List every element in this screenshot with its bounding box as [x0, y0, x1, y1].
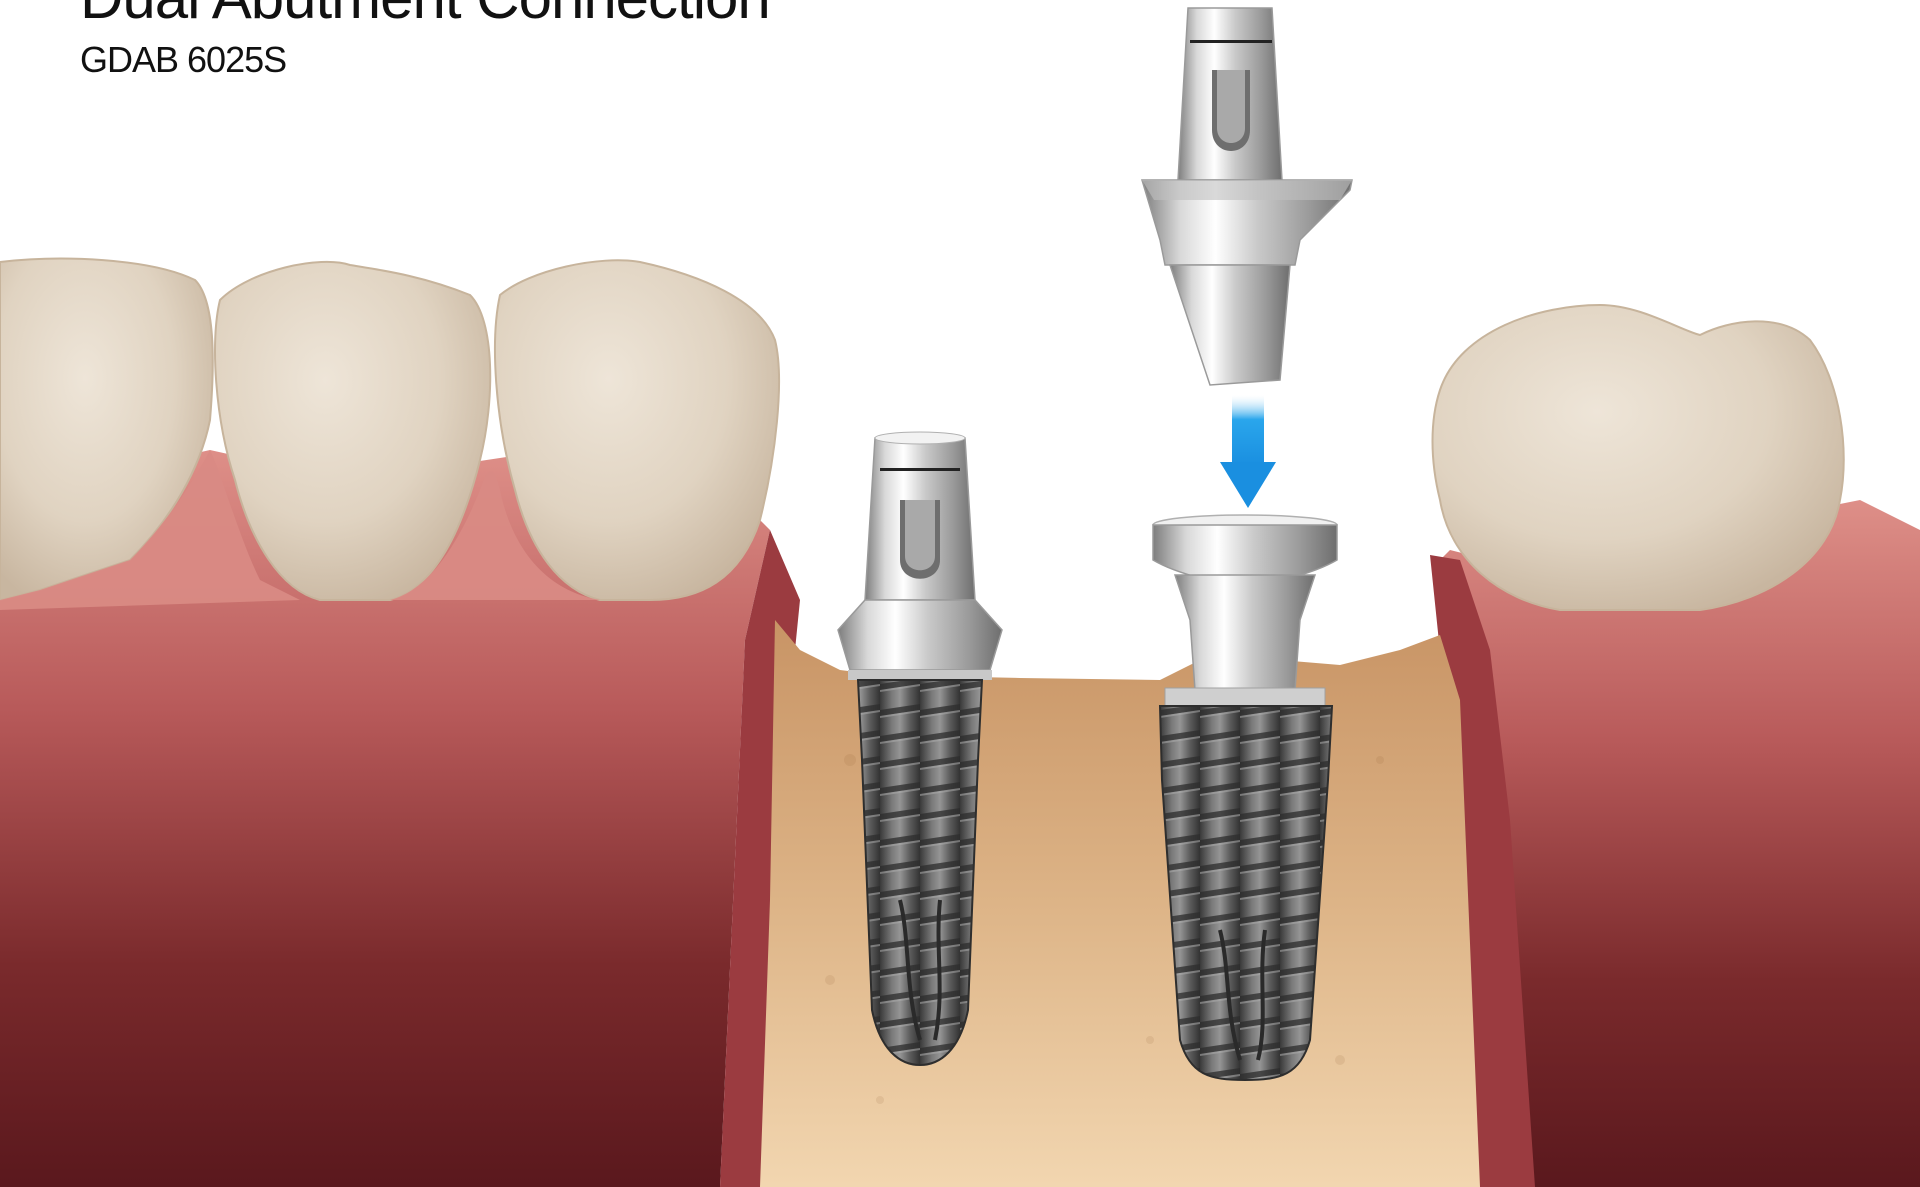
down-arrow-icon: [1220, 395, 1276, 508]
tooth-3: [495, 260, 779, 600]
page-title: Dual Abutment Connection: [80, 0, 770, 28]
tooth-4: [1433, 305, 1844, 610]
product-code: GDAB 6025S: [80, 40, 286, 80]
floating-abutment: [1142, 8, 1352, 385]
right-implant: [1153, 515, 1337, 1080]
